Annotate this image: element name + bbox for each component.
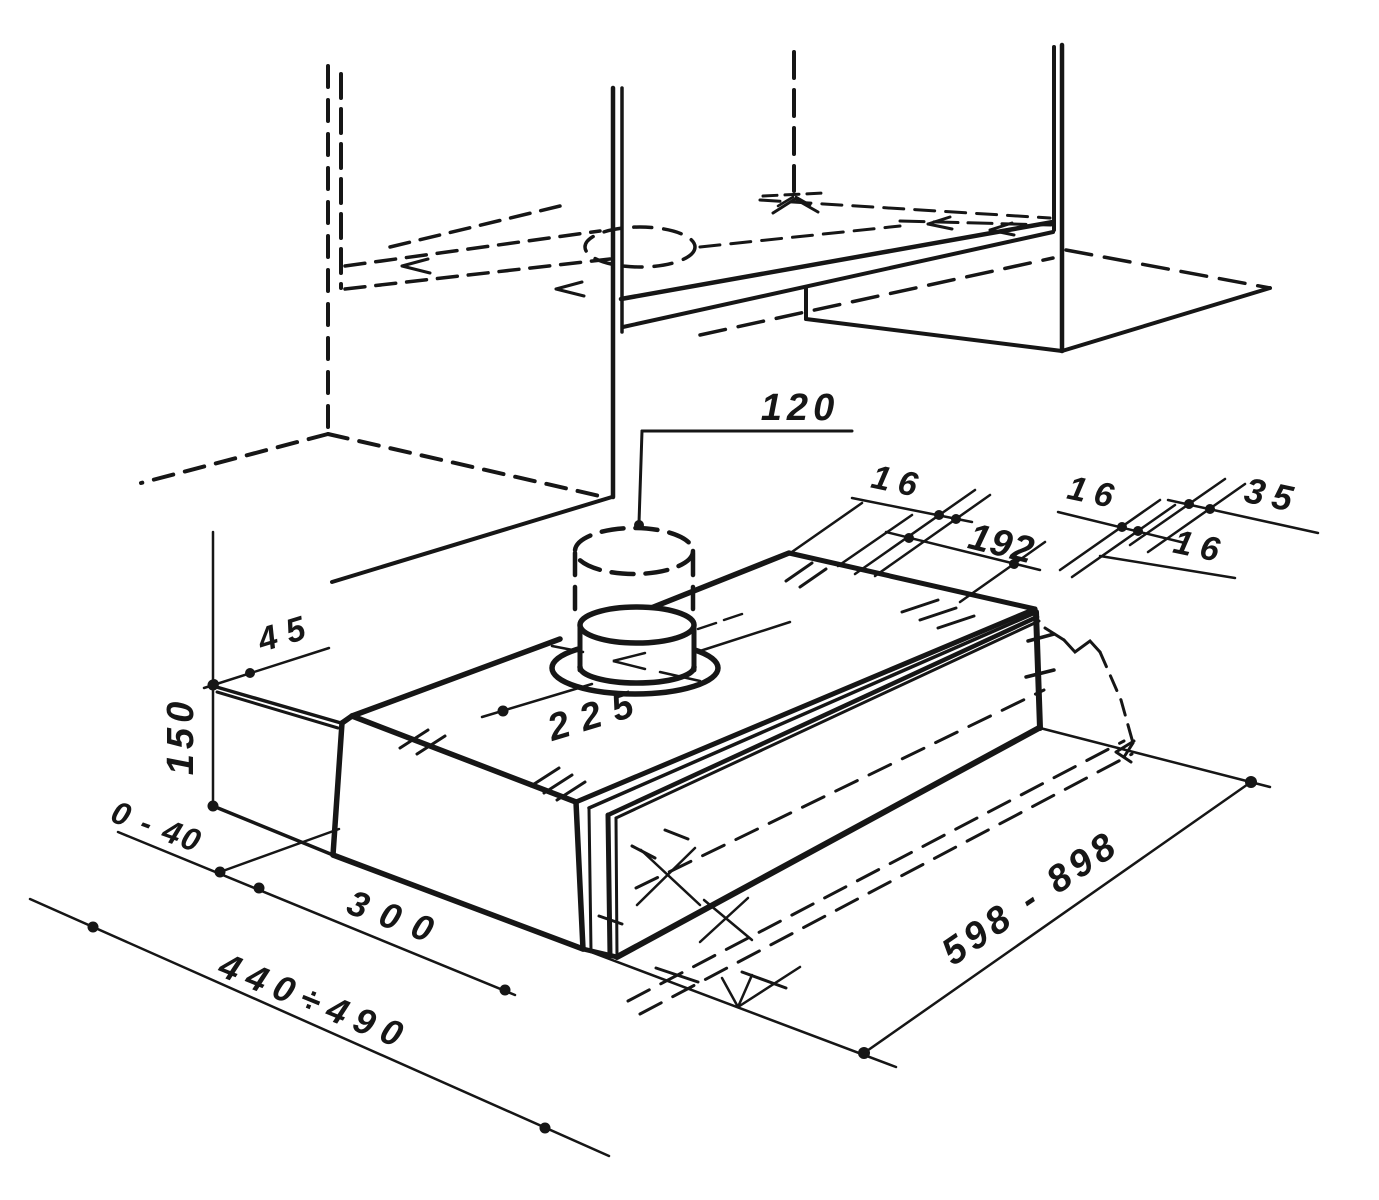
svg-text:120: 120 [761, 387, 839, 429]
svg-text:150: 150 [160, 697, 202, 775]
